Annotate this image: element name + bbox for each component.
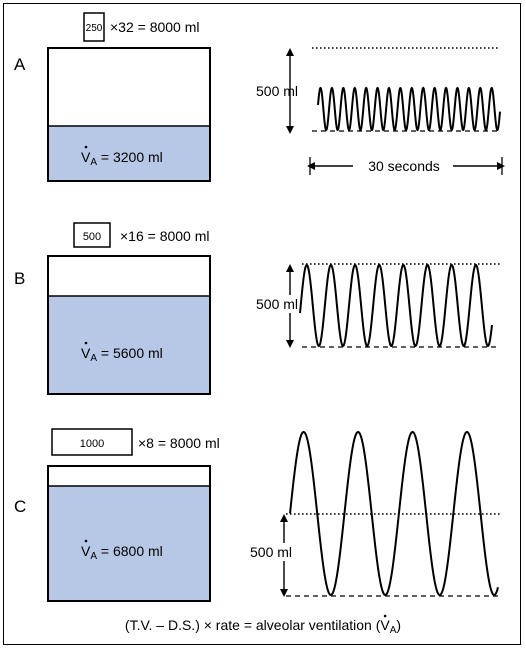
tidal-volume-a: 250 — [86, 23, 103, 34]
time-label: 30 seconds — [368, 158, 440, 174]
panel-label-b: B — [14, 269, 25, 288]
panel-c: C 1000 ×8 = 8000 ml VA = 6800 ml 500 ml — [14, 428, 500, 602]
lung-container-b — [47, 255, 211, 395]
amplitude-label-a: 500 ml — [256, 83, 298, 99]
lung-container-c — [47, 465, 211, 602]
dead-space-c — [48, 466, 210, 486]
breathing-trace-a — [317, 86, 501, 132]
va-label-a: VA = 3200 ml — [81, 149, 163, 168]
time-label-bg — [353, 156, 453, 176]
formula: (T.V. – D.S.) × rate = alveolar ventilat… — [125, 617, 401, 636]
amplitude-label-bg-c — [248, 543, 292, 561]
amplitude-label-b: 500 ml — [256, 296, 298, 312]
panel-label-a: A — [14, 55, 26, 74]
amplitude-label-c: 500 ml — [250, 544, 292, 560]
formula-va-dot — [383, 614, 387, 618]
va-dot-c — [84, 539, 88, 543]
va-label-c: VA = 6800 ml — [81, 543, 163, 562]
tidal-volume-box-b — [73, 222, 111, 248]
alveolar-volume-b — [48, 296, 210, 394]
lung-container-a — [47, 47, 211, 182]
minute-ventilation-b: ×16 = 8000 ml — [120, 228, 210, 244]
tidal-volume-b: 500 — [83, 231, 101, 243]
va-label-b: VA = 5600 ml — [81, 345, 163, 364]
dead-space-a — [48, 48, 210, 126]
panel-a: A 250 ×32 = 8000 ml VA = 3200 ml 500 ml … — [14, 12, 505, 182]
minute-ventilation-c: ×8 = 8000 ml — [138, 435, 220, 451]
va-dot-a — [84, 145, 88, 149]
tidal-volume-c: 1000 — [80, 438, 104, 450]
dead-space-b — [48, 256, 210, 296]
panel-b: B 500 ×16 = 8000 ml VA = 5600 ml 500 ml — [14, 222, 500, 395]
amplitude-label-bg-b — [252, 295, 296, 313]
alveolar-volume-c — [48, 486, 210, 601]
alveolar-volume-a — [48, 126, 210, 181]
tidal-volume-box-c — [51, 428, 133, 456]
panel-label-c: C — [14, 497, 26, 516]
tidal-volume-box-a — [83, 12, 105, 42]
breathing-trace-b — [299, 263, 493, 348]
minute-ventilation-a: ×32 = 8000 ml — [110, 19, 200, 35]
va-dot-b — [84, 341, 88, 345]
breathing-trace-c — [289, 430, 499, 597]
